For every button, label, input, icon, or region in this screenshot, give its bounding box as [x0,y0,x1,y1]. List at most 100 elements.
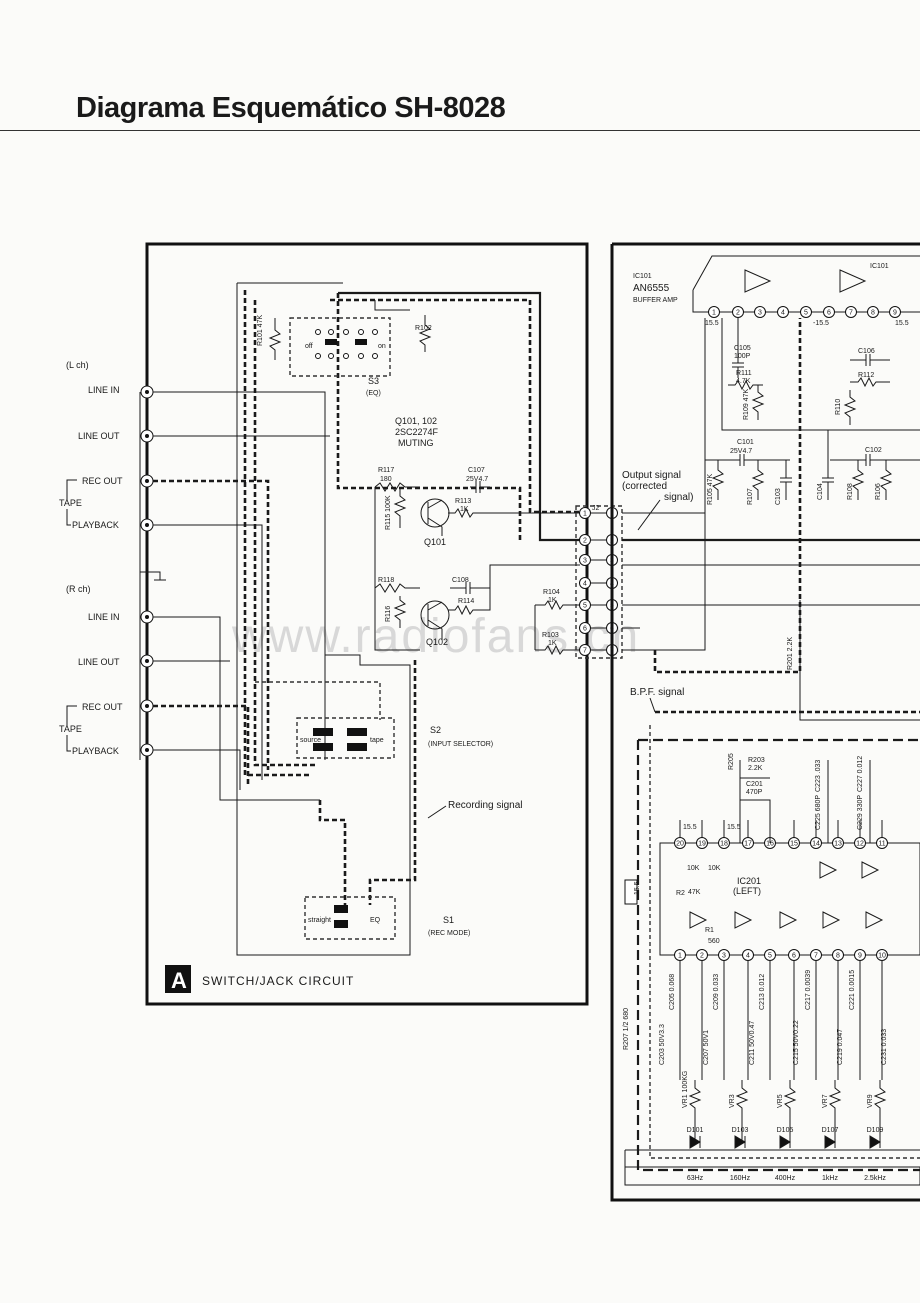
wire-r-rec-out [153,704,250,785]
ic201-top-pin [876,837,888,849]
output-signal-1: Output signal [622,470,681,481]
r117-label: R117 [378,467,394,474]
ic101-pin-number: 6 [827,310,831,317]
band-label: 63Hz [687,1175,704,1182]
r-playback-label: PLAYBACK [72,746,119,756]
s1-slider [334,905,348,913]
c201-label: C201 [746,781,763,788]
harness-dash-2 [253,300,318,767]
r102-label: R102 [415,325,432,332]
cap-label: C203 50V3.3 [659,1024,666,1065]
c104-symbol [822,430,834,500]
ic201-top-pin [810,837,822,849]
s3-contact [372,353,378,359]
c103-label: C103 [775,488,782,505]
cap-label: C207 50V1 [703,1030,710,1065]
ic101-vee: -15.5 [813,320,829,327]
r207-box [624,879,638,905]
r203-value: 2.2K [748,765,763,772]
j2-pin-left-number: 6 [583,626,587,633]
rch-label: (R ch) [66,584,91,594]
ic101-b: AN6555 [633,283,670,294]
r113-value: 1K [460,506,469,513]
r118-symbol [374,583,420,593]
ic201-top-pin-number: 15 [790,841,798,848]
s3-label: S3 [368,376,379,386]
j2-pin-left-number: 3 [583,558,587,565]
r203-label: R203 [748,757,765,764]
ic101-pin-number: 7 [849,310,853,317]
c101-label: C101 [737,439,754,446]
r207-small: 15.5 [634,881,641,895]
ic101-pin [845,306,857,318]
panel-a-caption: SWITCH/JACK CIRCUIT [202,974,354,988]
s2-sub: (INPUT SELECTOR) [428,741,493,748]
ic201-bottom-pin-number: 7 [814,953,818,960]
r116-label: R116 [385,606,392,622]
l-tape-bracket [66,479,77,526]
c107-value: 25V4.7 [466,476,488,483]
band-label: 1kHz [822,1175,838,1182]
ic201-bottom-pin-number: 5 [768,953,772,960]
harness-mid [336,293,522,540]
led-symbol [869,1135,881,1149]
s3-slider [355,339,367,345]
c106-symbol [850,354,890,366]
c201-value: 470P [746,789,763,796]
c105-value: 100P [734,353,751,360]
r47k-label: 47K [688,889,701,896]
ic201-top-pin [832,837,844,849]
band-label: 400Hz [775,1175,796,1182]
r115-label: R115 100K [385,495,392,530]
s3-contact [315,353,321,359]
l-playback-label: PLAYBACK [72,520,119,530]
r106-label: R106 [875,483,882,500]
s2-signal [255,681,381,720]
r102-symbol [418,315,432,352]
led-symbol [779,1135,791,1149]
bpf-signal-label: B.P.F. signal [630,687,684,698]
ic201-top-pin-number: 12 [856,841,864,848]
ic201-bottom-pin-number: 10 [878,953,886,960]
panel-b-border [610,242,920,1202]
diode-label: D101 [687,1127,704,1134]
vr-symbol [783,1080,797,1140]
ic201-opamp-symbol [822,911,841,929]
ic201-top-pin-number: 13 [834,841,842,848]
cap-label: C211 50V0.47 [749,1021,756,1065]
harness-dash-top [330,298,580,514]
j2-out-7 [622,460,706,651]
cap-label: C221 0.0015 [849,970,856,1010]
ic101-vcc-2: 15.5 [895,320,909,327]
c104-label: C104 [817,483,824,500]
ic201-top-pin-number: 14 [812,841,820,848]
r101-label: R101 47K [257,315,264,346]
r106-symbol [879,460,893,500]
r203-c201-net [739,760,771,843]
bpf-arrow [649,697,656,713]
r117-value: 180 [380,476,392,483]
ic201-opamp-symbol [865,911,884,929]
ic101-pin-number: 5 [804,310,808,317]
c101-value: 25V4.7 [730,448,752,455]
c225-label: C225 680P [815,795,822,830]
ic201-top-pin [854,837,866,849]
s3-contact [358,329,364,335]
watermark: www.radiofans.cn [231,610,640,663]
j2-label: J2 [592,505,600,512]
j2-pin-left-number: 5 [583,603,587,610]
s2-tape: tape [370,737,384,744]
r104-symbol [535,599,580,611]
r116-symbol [393,596,407,628]
r-10k-1: 10K [687,865,700,872]
c103-symbol [780,460,792,500]
r207-label: R207 1/2 680 [623,1008,630,1050]
r109-label: R109 47K [743,389,750,420]
ic201-top-pin [718,837,730,849]
ic201-top-pin-number: 17 [744,841,752,848]
harness-dash-1 [243,290,310,777]
